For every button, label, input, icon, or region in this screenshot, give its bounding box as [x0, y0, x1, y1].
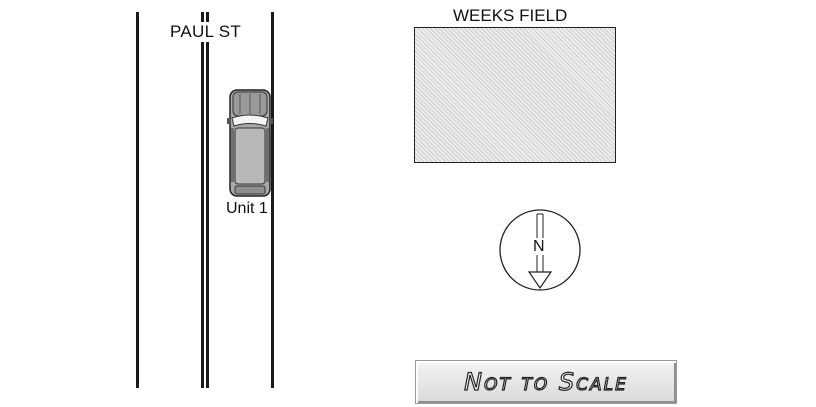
road-center-line-a [201, 12, 204, 388]
compass-letter: N [531, 238, 547, 255]
road-center-line-b [206, 12, 209, 388]
vehicle-icon [227, 89, 273, 197]
scale-note-plate: Not to Scale [415, 360, 677, 404]
scale-note-text: Not to Scale [464, 367, 628, 396]
field-label: WEEKS FIELD [453, 6, 568, 25]
vehicle-label: Unit 1 [226, 200, 268, 217]
road-edge-right [271, 12, 274, 388]
field-area [414, 27, 616, 163]
road-edge-left [136, 12, 139, 388]
street-label: PAUL ST [168, 22, 244, 42]
